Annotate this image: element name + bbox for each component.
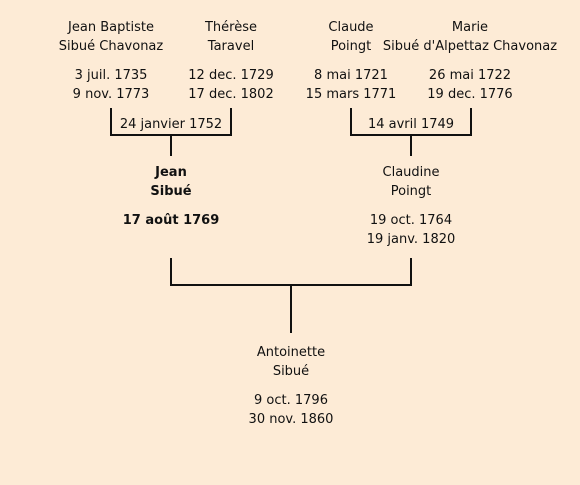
person-birth-date: 8 mai 1721 [314,68,388,83]
person-birth-date: 19 oct. 1764 [369,213,453,228]
person-death-date: 15 mars 1771 [305,87,397,102]
person-first-name: Marie [451,20,489,35]
person-surname: Sibué [150,184,192,199]
person-birth-date: 17 août 1769 [122,213,220,228]
person-death-date: 9 nov. 1773 [72,87,150,102]
person-first-name: Thérèse [204,20,258,35]
person-death-date: 17 dec. 1802 [188,87,274,102]
person-surname: Poingt [390,184,432,199]
person-death-date: 30 nov. 1860 [248,412,334,427]
person-first-name: Claudine [382,165,440,180]
person-first-name: Jean Baptiste [68,20,154,35]
person-first-name: Claude [328,20,374,35]
person-claudine: Claudine Poingt 19 oct. 1764 19 janv. 18… [367,163,456,249]
person-surname: Poingt [330,39,372,54]
person-birth-date: 9 oct. 1796 [254,393,328,408]
person-marie: Marie Sibué d'Alpettaz Chavonaz 26 mai 1… [383,18,557,104]
person-claude: Claude Poingt 8 mai 1721 15 mars 1771 [306,18,397,104]
person-birth-date: 12 dec. 1729 [188,68,274,83]
person-surname: Sibué [272,364,310,379]
person-birth-date: 26 mai 1722 [428,68,512,83]
person-first-name: Antoinette [256,345,326,360]
marriage-date-right: 14 avril 1749 [367,117,455,132]
person-first-name: Jean [155,165,187,180]
person-surname: Taravel [207,39,255,54]
person-jean-baptiste: Jean Baptiste Sibué Chavonaz 3 juil. 173… [59,18,163,104]
person-death-date: 19 janv. 1820 [366,232,456,247]
person-surname: Sibué Chavonaz [58,39,164,54]
person-therese: Thérèse Taravel 12 dec. 1729 17 dec. 180… [188,18,273,104]
marriage-date-left: 24 janvier 1752 [119,117,223,132]
person-death-date: 19 dec. 1776 [427,87,513,102]
person-jean: Jean Sibué 17 août 1769 [123,163,220,230]
person-surname: Sibué d'Alpettaz Chavonaz [382,39,558,54]
bracket-parents [170,258,412,286]
person-birth-date: 3 juil. 1735 [74,68,148,83]
person-antoinette: Antoinette Sibué 9 oct. 1796 30 nov. 186… [249,343,334,429]
